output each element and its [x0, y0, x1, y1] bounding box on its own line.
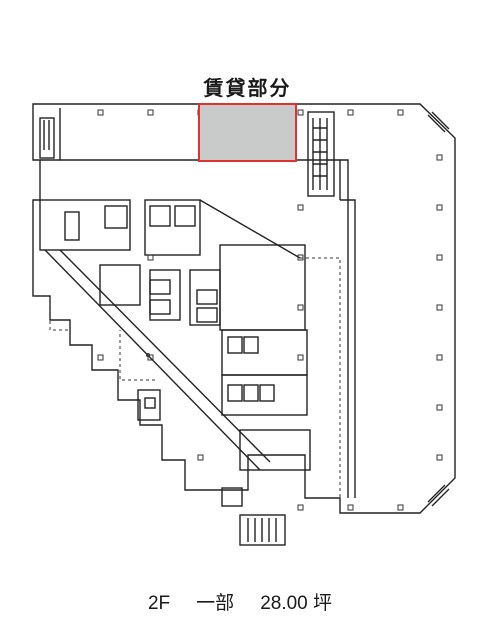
- rental-area-highlight: [198, 103, 297, 162]
- building-outline: [32, 103, 456, 514]
- area-label: 28.00 坪: [260, 593, 333, 614]
- portion-label: 一部: [196, 593, 235, 614]
- floor-caption: 2F 一部 28.00 坪: [0, 588, 480, 615]
- floor-label: 2F: [147, 593, 171, 614]
- rental-area-label: 賃貸部分: [203, 76, 292, 100]
